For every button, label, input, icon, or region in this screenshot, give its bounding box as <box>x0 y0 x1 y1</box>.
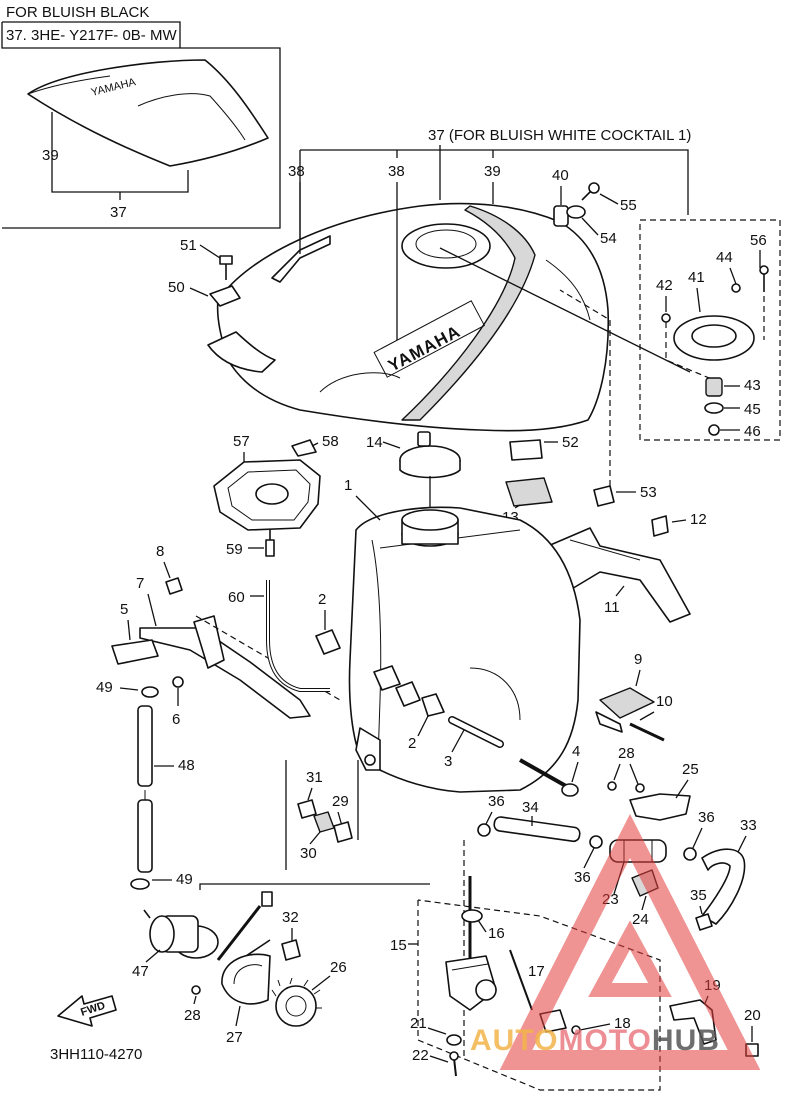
callout-18: 18 <box>614 1015 631 1032</box>
callout-45: 45 <box>744 401 761 418</box>
callout-2-lower: 2 <box>408 735 416 752</box>
callout-55: 55 <box>620 197 637 214</box>
callout-38-left: 38 <box>288 163 305 180</box>
callout-43: 43 <box>744 377 761 394</box>
callout-20: 20 <box>744 1007 761 1024</box>
callout-42: 42 <box>656 277 673 294</box>
watermark-text-c: HUB <box>651 1024 720 1057</box>
grommet-40-group: 40 54 55 <box>552 167 637 247</box>
callout-34: 34 <box>522 799 539 816</box>
callout-8: 8 <box>156 543 164 560</box>
hose-60: 59 60 <box>226 530 330 692</box>
callout-50: 50 <box>168 279 185 296</box>
watermark-text-b: MOTO <box>558 1024 652 1057</box>
callout-16: 16 <box>488 925 505 942</box>
inset-box: YAMAHA 39 37 <box>1 21 281 229</box>
callout-24: 24 <box>632 911 649 928</box>
hose-34: 36 34 36 36 33 35 <box>477 793 757 931</box>
callout-12: 12 <box>690 511 707 528</box>
callout-22: 22 <box>412 1047 429 1064</box>
callout-17: 17 <box>528 963 545 980</box>
callout-15: 15 <box>390 937 407 954</box>
damper-53: 53 <box>559 289 657 507</box>
inset-header: FOR BLUISH BLACK <box>6 4 150 21</box>
callout-51: 51 <box>180 237 197 254</box>
callout-25: 25 <box>682 761 699 778</box>
watermark-logo <box>499 813 761 1070</box>
fuel-tank-1: 1 <box>344 477 581 793</box>
callout-26: 26 <box>330 959 347 976</box>
callout-52: 52 <box>562 434 579 451</box>
callout-59: 59 <box>226 541 243 558</box>
grommets-29-31: 31 29 30 <box>285 760 359 870</box>
inner-panel-57: 57 58 <box>213 433 339 531</box>
callout-41: 41 <box>688 269 705 286</box>
callout-7: 7 <box>136 575 144 592</box>
callout-3: 3 <box>444 753 452 770</box>
bracket-7: 8 7 5 49 6 <box>96 543 341 728</box>
callout-27: 27 <box>226 1029 243 1046</box>
callout-36-mid: 36 <box>574 869 591 886</box>
bracket-37: 37 (FOR BLUISH WHITE COCKTAIL 1) <box>299 127 691 258</box>
bracket-27: 27 28 26 <box>184 953 347 1046</box>
callout-2-upper: 2 <box>318 591 326 608</box>
callout-60: 60 <box>228 589 245 606</box>
callout-58: 58 <box>322 433 339 450</box>
callout-10: 10 <box>656 693 673 710</box>
callout-39-inset: 39 <box>42 147 59 164</box>
drawing-code: 3HH110-4270 <box>50 1046 143 1063</box>
callout-28-upper: 28 <box>618 745 635 762</box>
callout-37-inset: 37 <box>110 204 127 221</box>
callout-44: 44 <box>716 249 733 266</box>
callout-39: 39 <box>484 163 501 180</box>
hose-48: 48 49 <box>130 705 195 890</box>
callout-5: 5 <box>120 601 128 618</box>
callout-56: 56 <box>750 232 767 249</box>
callout-21: 21 <box>410 1015 427 1032</box>
callout-31: 31 <box>306 769 323 786</box>
fwd-arrow: FWD <box>57 995 117 1027</box>
pump-47: 47 32 <box>132 883 430 980</box>
callout-29: 29 <box>332 793 349 810</box>
callout-1: 1 <box>344 477 352 494</box>
callout-4: 4 <box>572 743 580 760</box>
callout-14: 14 <box>366 434 383 451</box>
callout-49-upper: 49 <box>96 679 113 696</box>
callout-36-right: 36 <box>698 809 715 826</box>
callout-28-lower: 28 <box>184 1007 201 1024</box>
callout-48: 48 <box>178 757 195 774</box>
tank-cover: YAMAHA <box>207 202 610 432</box>
callout-54: 54 <box>600 230 617 247</box>
callout-53: 53 <box>640 484 657 501</box>
watermark-text-a: AUTO <box>470 1024 559 1057</box>
watermark-text: AUTOMOTOHUB <box>470 1024 720 1058</box>
fuel-cock-15: 15 16 17 18 21 22 <box>390 840 661 1091</box>
fuel-unit-box: 56 44 42 41 43 45 46 <box>439 219 781 441</box>
callout-36-left: 36 <box>488 793 505 810</box>
callout-49-lower: 49 <box>176 871 193 888</box>
damper-9: 9 10 <box>595 651 673 742</box>
callout-47: 47 <box>132 963 149 980</box>
callout-9: 9 <box>634 651 642 668</box>
callout-40: 40 <box>552 167 569 184</box>
callout-33: 33 <box>740 817 757 834</box>
main-header: 37 (FOR BLUISH WHITE COCKTAIL 1) <box>428 127 691 144</box>
damper-52: 52 13 <box>502 434 579 526</box>
bracket-25: 28 25 <box>607 745 699 821</box>
callout-30: 30 <box>300 845 317 862</box>
callout-46: 46 <box>744 423 761 440</box>
callout-32: 32 <box>282 909 299 926</box>
callout-57: 57 <box>233 433 250 450</box>
callout-35: 35 <box>690 887 707 904</box>
inset-part-code: 37. 3HE- Y217F- 0B- MW <box>6 27 177 44</box>
grommets-2: 2 2 3 <box>315 591 504 770</box>
bolt-51-group: 51 50 <box>168 237 241 307</box>
callout-6: 6 <box>172 711 180 728</box>
callout-38-right: 38 <box>388 163 405 180</box>
bolt-4: 4 <box>519 743 580 797</box>
callout-11: 11 <box>604 599 620 616</box>
